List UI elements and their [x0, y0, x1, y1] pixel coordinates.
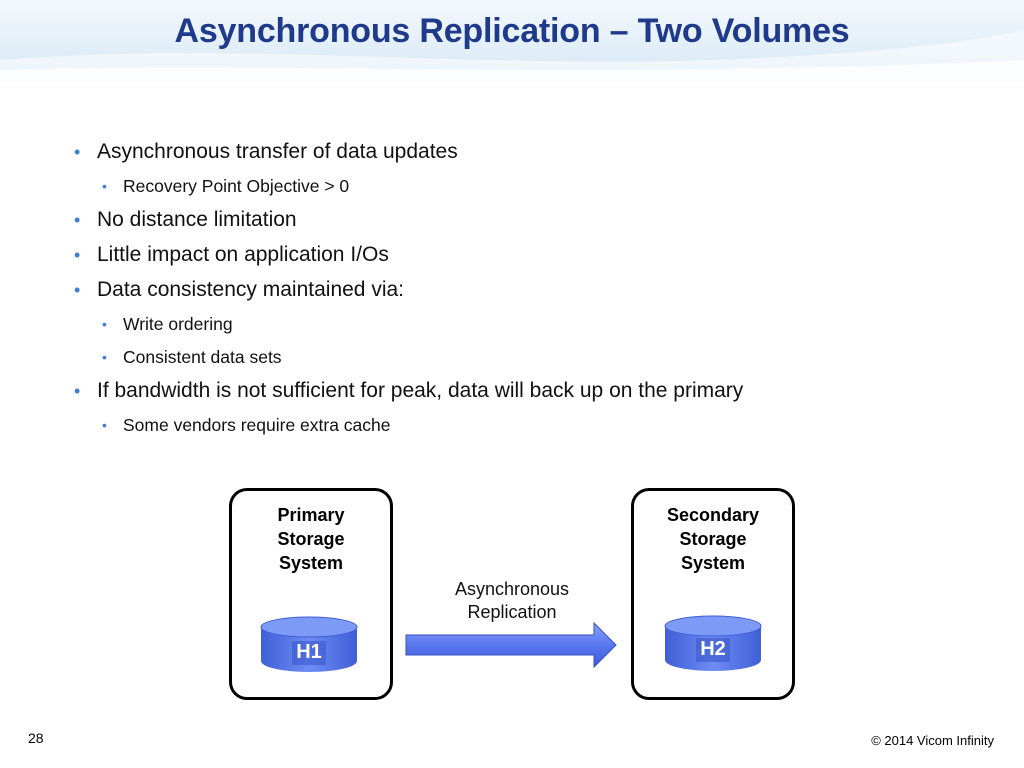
bullet-text: Little impact on application I/Os [97, 243, 389, 266]
copyright-footer: © 2014 Vicom Infinity [871, 733, 994, 748]
bullet-text: Some vendors require extra cache [123, 415, 391, 435]
bullet-dot-icon: • [102, 349, 107, 365]
slide-title: Asynchronous Replication – Two Volumes [174, 12, 850, 50]
bullet-text: Recovery Point Objective > 0 [123, 176, 350, 196]
bullet-text: Asynchronous transfer of data updates [97, 140, 458, 163]
bullet-dot-icon: • [74, 245, 81, 265]
volume-h1-icon: H1 [259, 615, 359, 675]
bullet-dot-icon: • [74, 210, 81, 230]
bullet-item: • No distance limitation [74, 206, 974, 241]
bullet-item: • Little impact on application I/Os [74, 241, 974, 276]
sub-bullet-item: • Recovery Point Objective > 0 [74, 173, 974, 206]
bullet-dot-icon: • [102, 316, 107, 332]
bullet-dot-icon: • [74, 280, 81, 300]
primary-storage-label: Primary Storage System [277, 505, 345, 573]
sub-bullet-item: • Consistent data sets [74, 344, 974, 377]
bullet-dot-icon: • [74, 142, 81, 162]
primary-storage-box: Primary Storage System H1 [229, 488, 393, 700]
replication-label: Asynchronous Replication [454, 579, 570, 622]
bullet-item: • Data consistency maintained via: [74, 276, 974, 311]
bullet-text: Consistent data sets [123, 347, 282, 367]
banner-swoosh [0, 30, 1024, 82]
volume-h2-icon: H2 [663, 614, 763, 674]
replication-arrow-icon [405, 621, 617, 669]
bullet-text: Write ordering [123, 314, 233, 334]
bullet-text: If bandwidth is not sufficient for peak,… [97, 379, 744, 402]
volume-h1-label: H1 [296, 641, 322, 663]
secondary-storage-label: Secondary Storage System [666, 505, 760, 573]
page-number: 28 [28, 730, 44, 746]
bullet-dot-icon: • [102, 417, 107, 433]
bullet-item: • If bandwidth is not sufficient for peak… [74, 377, 974, 412]
title-banner [0, 0, 1024, 82]
sub-bullet-item: • Write ordering [74, 311, 974, 344]
bullet-dot-icon: • [74, 381, 81, 401]
bullet-list: • Asynchronous transfer of data updates •… [74, 138, 974, 445]
bullet-item: • Asynchronous transfer of data updates [74, 138, 974, 173]
secondary-storage-box: Secondary Storage System H2 [631, 488, 795, 700]
volume-h2-label: H2 [700, 638, 726, 660]
sub-bullet-item: • Some vendors require extra cache [74, 412, 974, 445]
bullet-text: No distance limitation [97, 208, 297, 231]
bullet-dot-icon: • [102, 178, 107, 194]
bullet-text: Data consistency maintained via: [97, 278, 404, 301]
